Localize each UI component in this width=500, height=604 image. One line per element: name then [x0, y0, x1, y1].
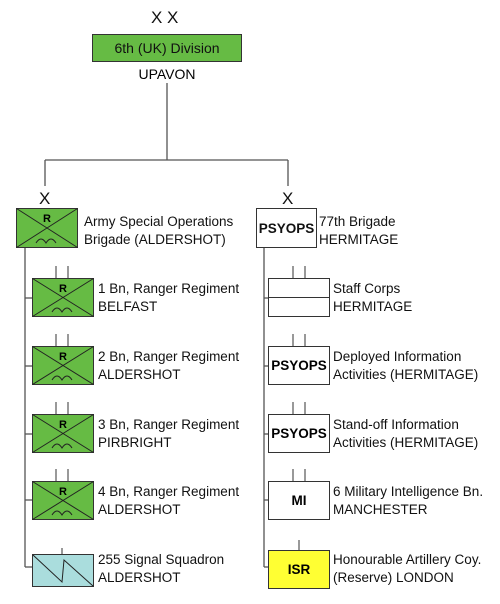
ranger-bn-2-label: 2 Bn, Ranger Regiment ALDERSHOT [98, 349, 240, 382]
ranger-bn-3-symbol[interactable]: R [32, 402, 94, 459]
military-intelligence-bn-symbol[interactable]: MI [268, 469, 330, 526]
ranger-bn-4-label: 4 Bn, Ranger Regiment ALDERSHOT [98, 484, 240, 517]
77th-brigade-label: 77th Brigade HERMITAGE [319, 214, 399, 247]
special-ops-brigade-symbol[interactable]: R [16, 208, 78, 253]
signal-squadron-label: 255 Signal Squadron ALDERSHOT [98, 552, 225, 585]
special-ops-brigade-label: Army Special Operations Brigade (ALDERSH… [84, 214, 234, 247]
standoff-info-symbol-text: PSYOPS [271, 426, 327, 441]
left-brigade-echelon-mark: X [39, 189, 51, 208]
77th-brigade-symbol[interactable]: PSYOPS [256, 208, 317, 248]
hq-echelon-mark: X X [151, 8, 179, 27]
hq-division-box[interactable]: 6th (UK) Division [92, 34, 242, 62]
honourable-artillery-coy-label: Honourable Artillery Coy. (Reserve) LOND… [333, 552, 482, 585]
signal-squadron-symbol[interactable] [32, 548, 94, 593]
standoff-info-activities-label: Stand-off Information Activities (HERMIT… [333, 417, 479, 450]
ranger-bn-2-letter: R [59, 351, 67, 363]
deployed-info-activities-label: Deployed Information Activities (HERMITA… [333, 349, 479, 382]
standoff-info-activities-symbol[interactable]: PSYOPS [268, 402, 330, 459]
ranger-bn-1-symbol[interactable]: R [32, 266, 94, 323]
deployed-info-activities-symbol[interactable]: PSYOPS [268, 334, 330, 391]
isr-symbol-text: ISR [288, 562, 311, 577]
hq-location: UPAVON [138, 66, 196, 82]
hq-division-name: 6th (UK) Division [114, 40, 220, 56]
staff-corps-label: Staff Corps HERMITAGE [333, 281, 413, 314]
military-intelligence-bn-label: 6 Military Intelligence Bn. MANCHESTER [333, 484, 484, 517]
ranger-bn-2-symbol[interactable]: R [32, 334, 94, 391]
special-ops-brigade-letter: R [43, 213, 51, 225]
right-brigade-echelon-mark: X [282, 189, 294, 208]
ranger-bn-3-label: 3 Bn, Ranger Regiment PIRBRIGHT [98, 417, 240, 450]
honourable-artillery-coy-symbol[interactable]: ISR [268, 540, 330, 595]
ranger-bn-4-letter: R [59, 486, 67, 498]
ranger-bn-1-label: 1 Bn, Ranger Regiment BELFAST [98, 281, 240, 314]
military-intelligence-symbol-text: MI [292, 493, 307, 508]
77th-brigade-symbol-text: PSYOPS [258, 220, 315, 236]
staff-corps-symbol[interactable] [268, 266, 330, 323]
ranger-bn-3-letter: R [59, 419, 67, 431]
ranger-bn-4-symbol[interactable]: R [32, 469, 94, 526]
deployed-info-symbol-text: PSYOPS [271, 358, 327, 373]
ranger-bn-1-letter: R [59, 283, 67, 295]
